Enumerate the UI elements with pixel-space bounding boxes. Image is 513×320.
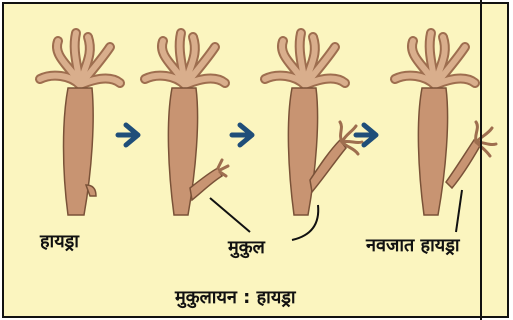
label-bud: मुकुल: [228, 235, 265, 259]
hydra-stage-1: [40, 33, 120, 215]
divider-line: [480, 0, 482, 320]
hydra-stage-3: [265, 33, 362, 240]
bud-pointer-1: [210, 198, 250, 232]
arrow-2: [232, 125, 252, 145]
caption: मुकुलायन : हायड्रा: [175, 285, 296, 309]
new-hydra-pointer: [456, 190, 462, 232]
label-hydra: हायड्रा: [40, 229, 79, 253]
arrow-1: [118, 125, 138, 145]
label-new-hydra: नवजात हायड्रा: [366, 233, 460, 257]
